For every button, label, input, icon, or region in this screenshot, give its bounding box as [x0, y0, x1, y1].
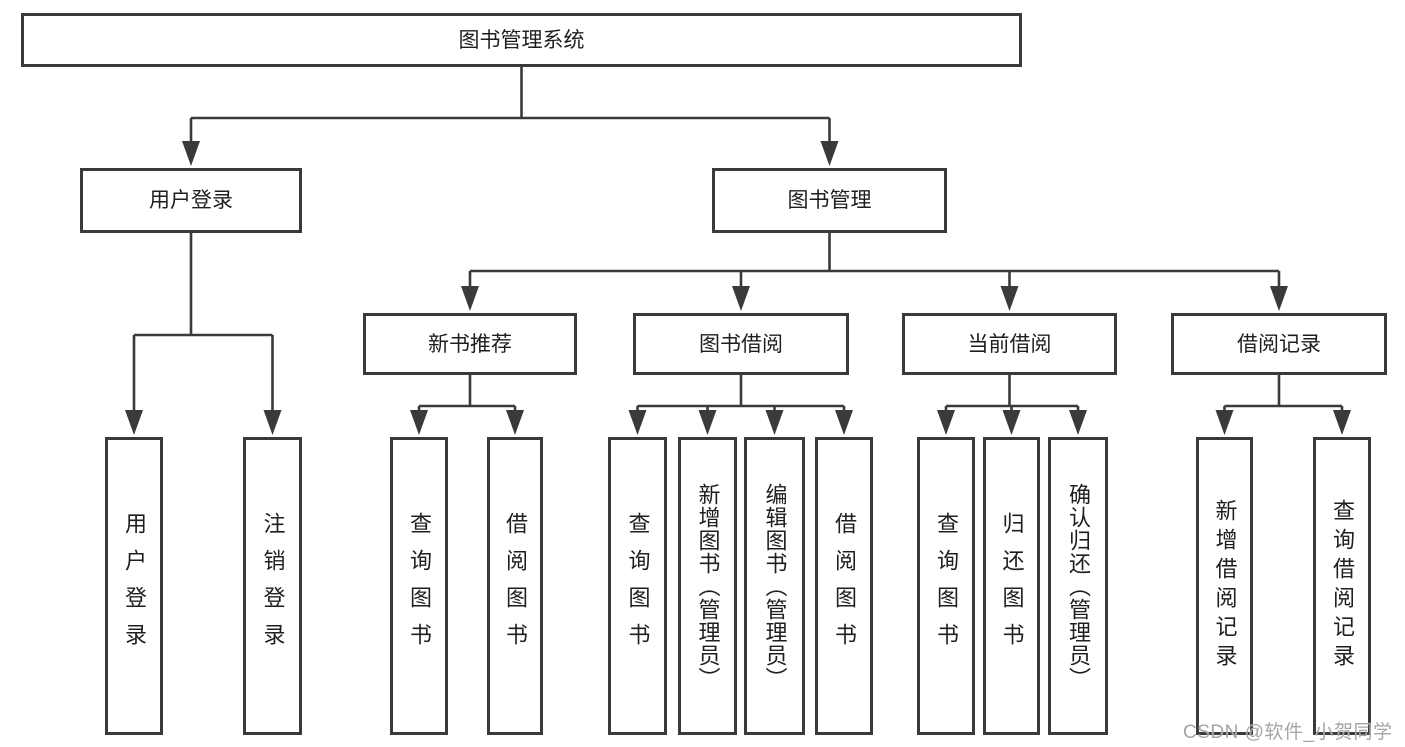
node-book-mgmt: 图书管理 — [712, 168, 947, 233]
node-user-login: 用户登录 — [80, 168, 302, 233]
node-logout: 注销登录 — [243, 437, 302, 735]
node-rec-add: 新增借阅记录 — [1196, 437, 1253, 735]
node-label-bb-add: 新增图书（管理员） — [695, 482, 721, 690]
node-cb-return: 归还图书 — [983, 437, 1040, 735]
node-cb-query: 查询图书 — [917, 437, 975, 735]
node-bb-query: 查询图书 — [608, 437, 667, 735]
node-label-user-login: 用户登录 — [149, 189, 233, 212]
node-label-nr-borrow: 借阅图书 — [503, 512, 528, 660]
node-borrowing: 图书借阅 — [633, 313, 849, 375]
node-label-user-login-leaf: 用户登录 — [122, 512, 147, 660]
node-label-records: 借阅记录 — [1237, 332, 1321, 356]
node-cb-confirm: 确认归还（管理员） — [1048, 437, 1108, 735]
node-bb-borrow: 借阅图书 — [815, 437, 873, 735]
node-bb-add: 新增图书（管理员） — [678, 437, 737, 735]
node-label-bb-query: 查询图书 — [625, 512, 651, 660]
node-label-logout: 注销登录 — [260, 512, 286, 660]
node-label-bb-borrow: 借阅图书 — [832, 512, 857, 660]
csdn-watermark: CSDN @软件_小贺同学 — [1183, 722, 1393, 743]
node-rec-query: 查询借阅记录 — [1313, 437, 1371, 735]
node-label-new-rec: 新书推荐 — [428, 332, 512, 356]
node-label-current: 当前借阅 — [967, 332, 1052, 356]
node-label-borrowing: 图书借阅 — [699, 332, 783, 356]
node-label-root: 图书管理系统 — [458, 28, 585, 52]
node-bb-edit: 编辑图书（管理员） — [744, 437, 805, 735]
node-label-rec-add: 新增借阅记录 — [1212, 499, 1238, 673]
node-root: 图书管理系统 — [21, 13, 1022, 67]
node-label-cb-return: 归还图书 — [999, 512, 1025, 660]
node-label-nr-query: 查询图书 — [407, 512, 432, 660]
node-user-login-leaf: 用户登录 — [105, 437, 163, 735]
node-current: 当前借阅 — [902, 313, 1117, 375]
node-label-book-mgmt: 图书管理 — [787, 189, 872, 212]
node-new-rec: 新书推荐 — [363, 313, 577, 375]
node-label-cb-confirm: 确认归还（管理员） — [1066, 482, 1091, 690]
node-label-cb-query: 查询图书 — [934, 512, 959, 660]
node-label-rec-query: 查询借阅记录 — [1330, 499, 1355, 673]
node-nr-query: 查询图书 — [390, 437, 448, 735]
node-label-bb-edit: 编辑图书（管理员） — [762, 482, 788, 690]
node-nr-borrow: 借阅图书 — [487, 437, 543, 735]
node-records: 借阅记录 — [1171, 313, 1387, 375]
